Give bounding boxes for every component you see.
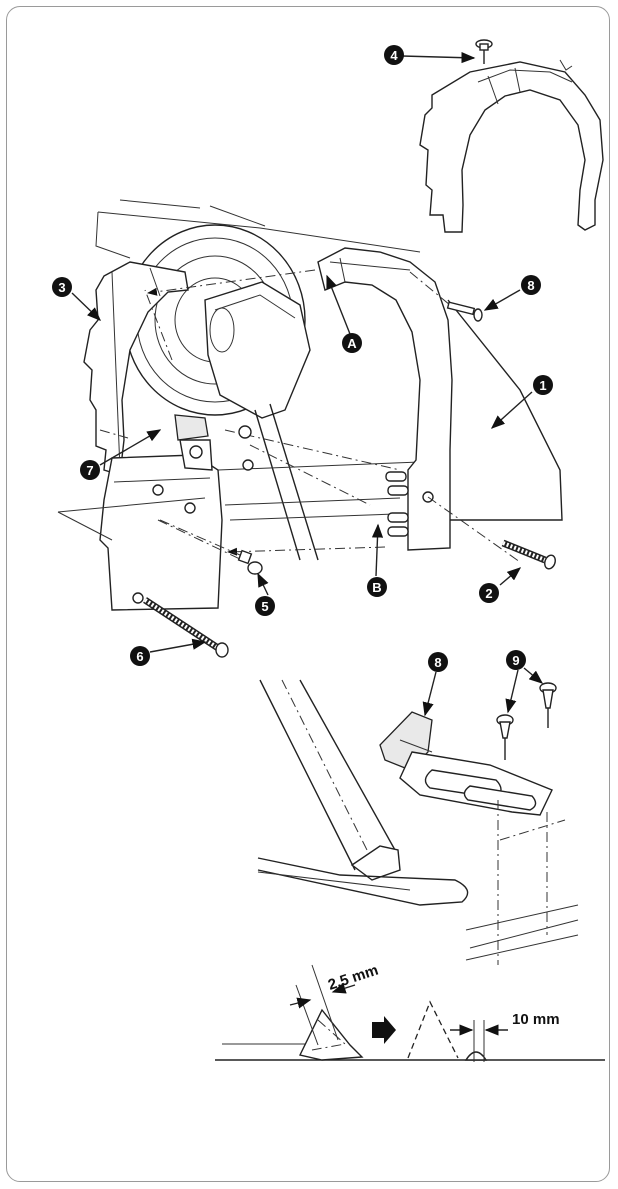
svg-text:9: 9: [512, 653, 519, 668]
svg-text:3: 3: [58, 280, 65, 295]
leader-4: [401, 52, 476, 64]
screw-2: [501, 539, 556, 570]
top-cover-detail: [401, 39, 604, 233]
callout-8-top: 8: [521, 275, 541, 295]
cover-3: [83, 261, 189, 476]
svg-text:8: 8: [527, 278, 534, 293]
callout-6: 6: [130, 646, 150, 666]
callout-2: 2: [479, 583, 499, 603]
direction-arrow: [372, 1016, 396, 1044]
callout-3: 3: [52, 277, 72, 297]
svg-text:2: 2: [485, 586, 492, 601]
svg-text:B: B: [372, 580, 381, 595]
svg-text:5: 5: [261, 599, 268, 614]
svg-text:8: 8: [434, 655, 441, 670]
dimension-gap-label: 2.5 mm: [326, 962, 380, 994]
callout-4: 4: [384, 45, 404, 65]
screw-8-top: [446, 301, 483, 322]
callout-9: 9: [506, 650, 526, 670]
svg-text:6: 6: [136, 649, 143, 664]
svg-text:4: 4: [390, 48, 398, 63]
cover-1: [317, 247, 453, 551]
callout-7: 7: [80, 460, 100, 480]
svg-text:A: A: [347, 336, 357, 351]
screws-9: [496, 682, 557, 760]
figure-frame: [6, 6, 610, 1182]
callout-8-bottom: 8: [428, 652, 448, 672]
callout-a: A: [342, 333, 362, 353]
dimension-offset-label: 10 mm: [512, 1011, 560, 1028]
callout-5: 5: [255, 596, 275, 616]
bracket-detail: [257, 667, 579, 965]
screw-5: [157, 519, 263, 575]
screw-4: [475, 39, 493, 64]
svg-text:7: 7: [86, 463, 93, 478]
wedge-left: [298, 1008, 364, 1061]
callout-b: B: [367, 577, 387, 597]
clearance-diagram: [215, 964, 605, 1062]
callout-1: 1: [533, 375, 553, 395]
svg-text:1: 1: [539, 378, 546, 393]
main-assembly: [57, 199, 563, 658]
